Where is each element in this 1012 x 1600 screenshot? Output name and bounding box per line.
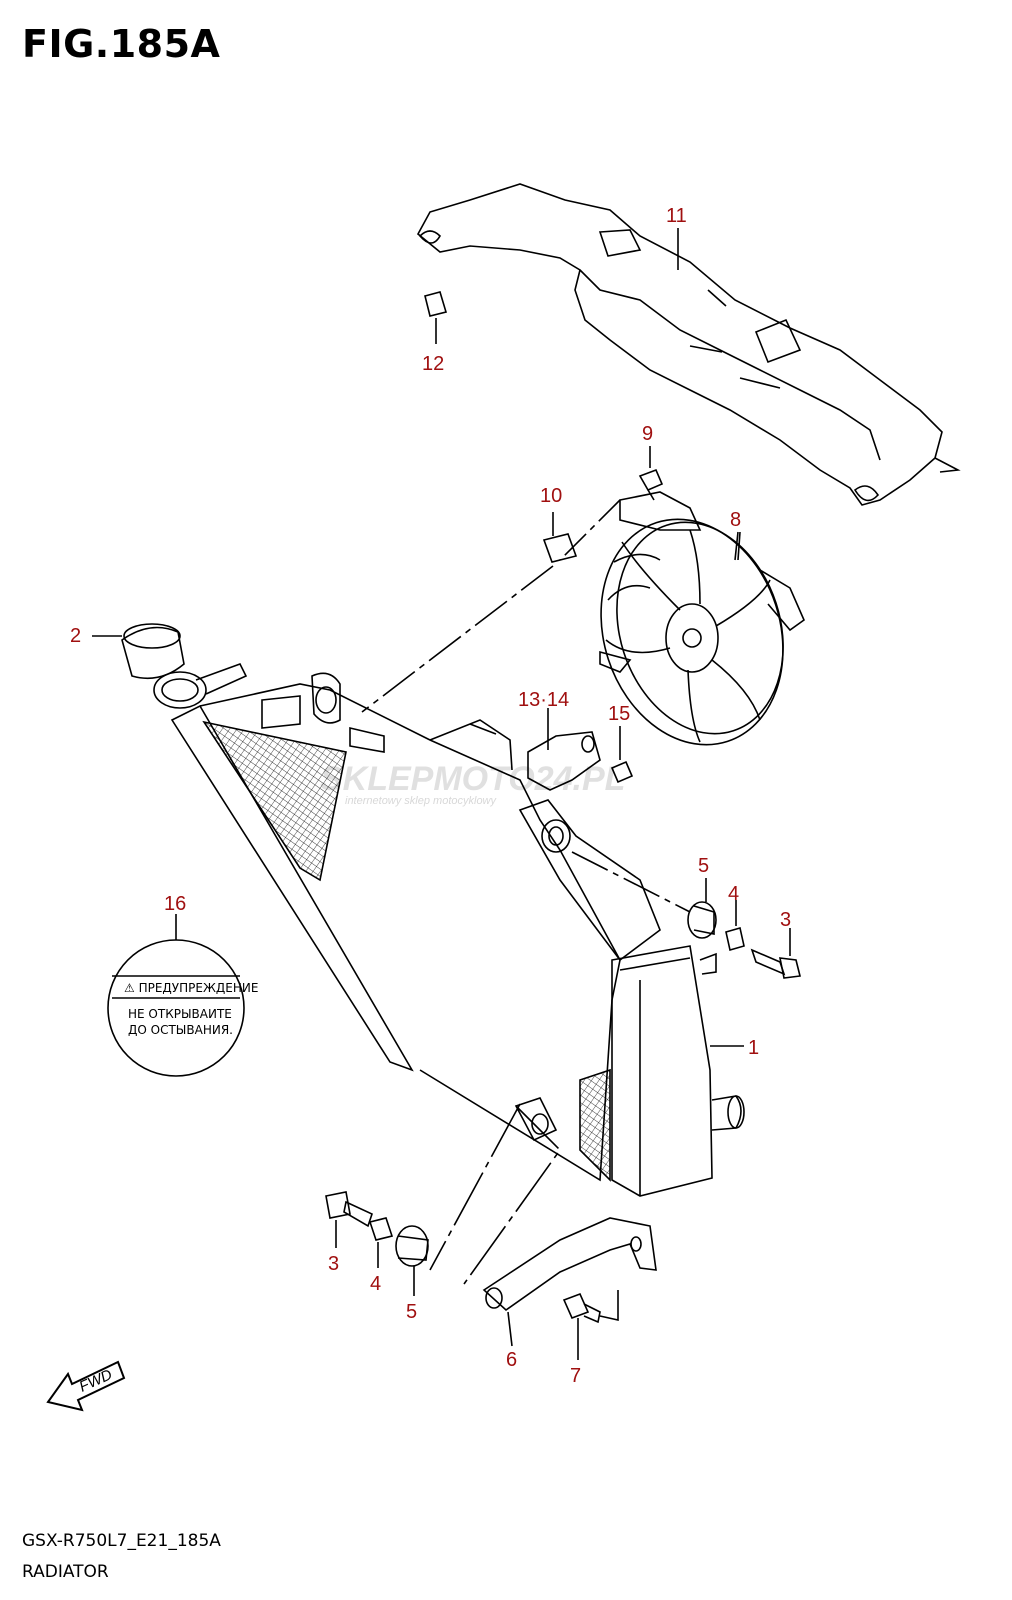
part-11-air-guide xyxy=(416,183,961,506)
part-7-bolt xyxy=(562,1290,619,1360)
part-15-bolt xyxy=(610,726,634,784)
callout-16: 16 xyxy=(164,893,186,915)
assembly-line-lower xyxy=(429,1103,562,1285)
warning-label-title: ⚠ ПРЕДУПРЕЖДЕНИЕ xyxy=(124,981,258,995)
callout-5-lower: 5 xyxy=(406,1301,417,1323)
assembly-line-nut xyxy=(361,565,554,713)
callout-13-14: 13·14 xyxy=(518,689,569,711)
figure-title: FIG.185A xyxy=(22,22,221,66)
callout-3-lower: 3 xyxy=(328,1253,339,1275)
footer-code: GSX-R750L7_E21_185A xyxy=(22,1531,221,1551)
part-12-clip xyxy=(424,291,448,344)
part-3-bolt-lower xyxy=(325,1191,373,1248)
fwd-arrow: FWD xyxy=(46,1360,126,1412)
leader-8-end xyxy=(737,531,741,561)
watermark-brand: SKLEPMOTO24.PL xyxy=(320,760,625,798)
part-2-radiator-cap xyxy=(92,623,185,680)
warning-label-line3: ДО ОСТЫВАНИЯ. xyxy=(128,1023,233,1037)
watermark: SKLEPMOTO24.PL internetowy sklep motocyk… xyxy=(320,760,625,807)
callout-12: 12 xyxy=(422,353,444,375)
part-13-14-bracket xyxy=(527,708,601,791)
callout-10: 10 xyxy=(540,485,562,507)
callout-3-upper: 3 xyxy=(780,909,791,931)
callout-4-upper: 4 xyxy=(728,883,739,905)
part-3-bolt-upper xyxy=(750,928,801,979)
assembly-line-upper xyxy=(571,851,691,913)
part-4-collar-lower xyxy=(368,1217,394,1268)
part-9-bolt xyxy=(638,446,664,501)
part-6-lower-bracket xyxy=(482,1217,657,1347)
warning-label-line2: НЕ ОТКРЫВАИТЕ xyxy=(128,1007,232,1021)
callout-9: 9 xyxy=(642,423,653,445)
callout-5-upper: 5 xyxy=(698,855,709,877)
part-8-cooling-fan xyxy=(599,491,805,746)
part-4-collar-upper xyxy=(725,900,745,952)
part-1-radiator xyxy=(153,663,745,1197)
callout-4-lower: 4 xyxy=(370,1273,381,1295)
callout-1: 1 xyxy=(748,1037,759,1059)
callout-11: 11 xyxy=(666,205,687,227)
callout-8: 8 xyxy=(730,509,741,531)
part-10-nut xyxy=(542,512,578,563)
part-5-grommet-lower xyxy=(395,1225,429,1296)
callouts: 1 2 3 3 4 4 5 5 6 7 8 9 10 11 12 13·14 1… xyxy=(70,205,791,1387)
callout-15: 15 xyxy=(608,703,630,725)
callout-2: 2 xyxy=(70,625,81,647)
part-5-grommet-upper xyxy=(687,878,717,939)
watermark-tagline: internetowy sklep motocyklowy xyxy=(345,795,498,807)
part-16-warning-label: ⚠ ПРЕДУПРЕЖДЕНИЕ НЕ ОТКРЫВАИТЕ ДО ОСТЫВА… xyxy=(107,914,258,1077)
footer-name: RADIATOR xyxy=(22,1562,109,1582)
assembly-line-fan xyxy=(559,499,621,561)
callout-6: 6 xyxy=(506,1349,517,1371)
callout-7: 7 xyxy=(570,1365,581,1387)
